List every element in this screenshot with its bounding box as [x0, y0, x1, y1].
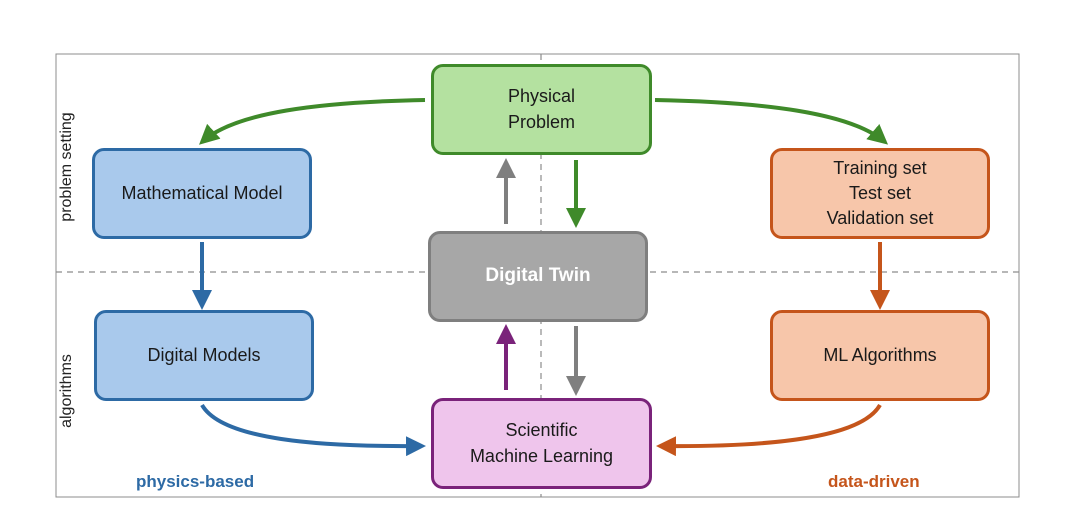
data-driven-label: data-driven: [828, 472, 920, 491]
scientific-machine-learning-box: Scientific Machine Learning: [431, 398, 652, 489]
physics-based-label: physics-based: [136, 472, 255, 491]
arrow-ml-algorithms-to-sciml: [656, 403, 882, 457]
digital-twin-box: Digital Twin: [428, 231, 648, 322]
datasets-box: Training set Test set Validation set: [770, 148, 990, 239]
arrow-problem-to-math-model: [199, 98, 426, 145]
algorithms-label: algorithms: [58, 354, 75, 428]
mathematical-model-box: Mathematical Model: [92, 148, 312, 239]
outer-frame: [55, 53, 1020, 498]
ml-algorithms-box: ML Algorithms: [770, 310, 990, 401]
physical-problem-box: Physical Problem: [431, 64, 652, 155]
digital-models-box: Digital Models: [94, 310, 314, 401]
problem-setting-label: problem setting: [58, 112, 75, 222]
arrow-digital-models-to-sciml: [200, 403, 426, 457]
arrow-problem-to-datasets: [654, 98, 889, 145]
